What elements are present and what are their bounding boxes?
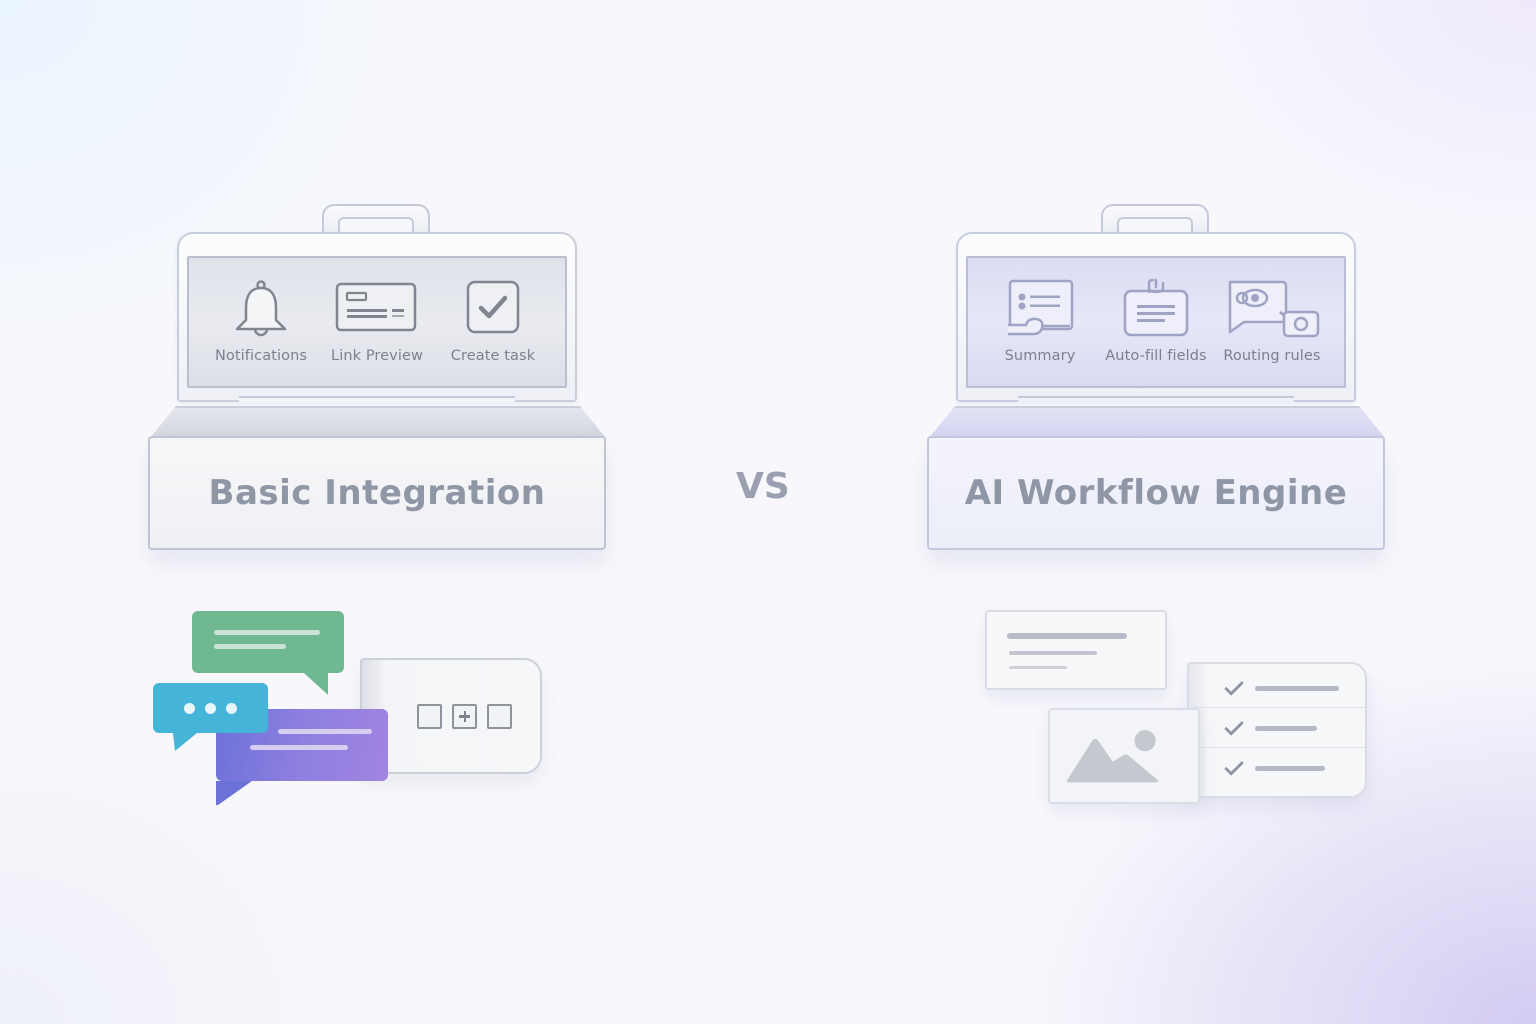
purple-chat-bubble [216,709,388,805]
image-placeholder-card [1048,708,1200,804]
box-lid: Summary Auto-fill fields [956,232,1356,402]
lid-hinge [1018,396,1294,402]
empty-square-icon [417,703,442,729]
box-tray-opening [150,406,606,438]
feature-routing-rules: Routing rules [1214,278,1330,364]
feature-label: Routing rules [1223,348,1321,364]
lid-hinge [239,396,515,402]
typing-dot-icon [226,702,237,714]
bell-icon [235,280,287,337]
check-icon [1224,756,1244,776]
check-icon [1224,676,1244,696]
typing-dot-icon [184,702,195,714]
box-lid: Notifications Link Preview Creat [177,232,577,402]
box-tray-opening [929,406,1385,438]
feature-label: Notifications [214,348,308,364]
summary-list-icon [1008,279,1074,336]
bubble-tail [216,781,252,805]
link-preview-card-icon [335,282,417,332]
image-landscape-icon [1066,730,1159,783]
feature-label: Auto-fill fields [1105,348,1207,364]
feature-link-preview: Link Preview [319,278,435,364]
checkbox-icon [466,280,520,334]
feature-create-task: Create task [435,278,551,364]
plus-square-icon [452,703,477,729]
empty-square-icon [487,703,512,729]
box-front-panel: AI Workflow Engine [927,436,1385,550]
green-chat-bubble [192,611,344,695]
feature-notifications: Notifications [203,278,319,364]
checklist-row [1189,708,1365,748]
feature-auto-fill: Auto-fill fields [1098,278,1214,364]
bubble-tail [304,673,328,695]
box-front-panel: Basic Integration [148,436,606,550]
box-title: AI Workflow Engine [964,473,1348,513]
feature-summary: Summary [982,278,1098,364]
checklist-row [1189,668,1365,708]
bubble-tail [173,733,197,751]
feature-label: Create task [450,348,536,364]
feature-tray: Summary Auto-fill fields [966,256,1346,388]
checklist-row [1189,748,1365,788]
control-panel-card [360,658,542,774]
routing-eye-icon [1228,280,1320,338]
versus-label: VS [736,466,790,507]
clipboard-form-icon [1123,278,1189,337]
typing-dot-icon [205,702,216,714]
feature-label: Link Preview [331,348,423,364]
check-icon [1224,716,1244,736]
typing-indicator-bubble [153,683,268,751]
checklist-card [1187,662,1367,798]
feature-label: Summary [1004,348,1076,364]
feature-tray: Notifications Link Preview Creat [187,256,567,388]
box-title: Basic Integration [208,473,546,513]
text-document-card [985,610,1167,690]
